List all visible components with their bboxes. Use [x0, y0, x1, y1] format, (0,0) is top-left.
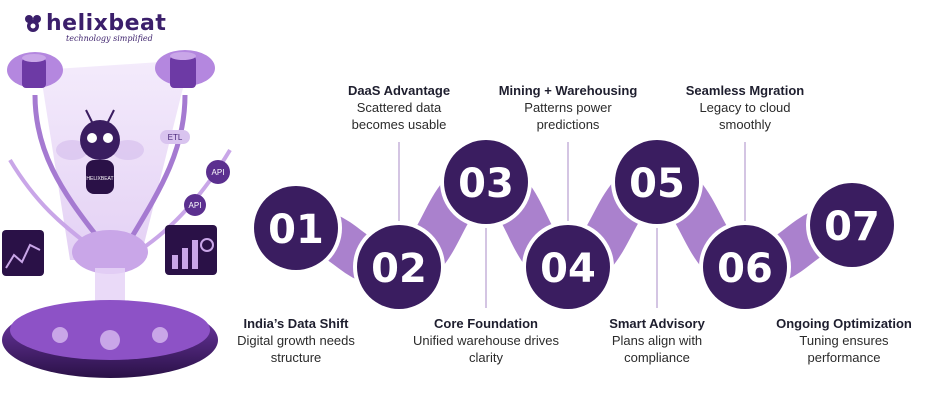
step-description-line: Legacy to cloud [699, 100, 791, 115]
etl-pipe [160, 130, 190, 144]
step-description-line: Patterns power [524, 100, 612, 115]
step-number: 06 [717, 246, 773, 292]
api-badge-icon [206, 160, 230, 184]
data-platform-illustration: ETL API API HELIXBEAT [2, 50, 232, 378]
step-title: DaaS Advantage [347, 83, 451, 98]
cart-icon [52, 327, 68, 343]
cloud-database-icon [155, 50, 215, 88]
step-description-line: Scattered data [356, 100, 442, 115]
step-number: 03 [458, 161, 514, 207]
step-description-line: Plans align with [611, 333, 703, 348]
step-number: 01 [268, 207, 324, 253]
network-icon [152, 327, 168, 343]
robot-label: HELIXBEAT [86, 176, 113, 182]
step-title: Seamless Mgration [685, 83, 805, 98]
dashboard-chart-icon [165, 225, 217, 275]
step-title: Ongoing Optimization [776, 316, 912, 331]
step-description-line: clarity [469, 350, 503, 365]
etl-badge: ETL [168, 133, 183, 142]
step-number: 07 [824, 204, 880, 250]
step-description-line: Digital growth needs [237, 333, 355, 348]
step-description-line: smoothly [718, 117, 772, 132]
step-circle [526, 225, 610, 309]
brand-logo: helixbeat technology simplified [22, 12, 166, 43]
dashboard-chart-icon [2, 230, 44, 276]
step-circle [703, 225, 787, 309]
step-number: 05 [629, 161, 685, 207]
step-circle [357, 225, 441, 309]
api-badge-label: API [212, 168, 225, 177]
cloud-database-icon [7, 52, 63, 88]
step-circle [810, 183, 894, 267]
bee-robot-icon: HELIXBEAT [56, 109, 144, 194]
currency-icon [100, 330, 120, 350]
step-description-line: compliance [624, 350, 690, 365]
step-circle [254, 186, 338, 270]
step-marker: 01 [250, 182, 342, 274]
step-circle [444, 140, 528, 224]
step-description-line: becomes usable [351, 117, 447, 132]
step-marker: 06 [699, 221, 791, 313]
central-cloud-icon [72, 230, 148, 274]
step-marker: 05 [611, 136, 703, 228]
step-description-line: structure [270, 350, 322, 365]
brand-name: helixbeat [46, 11, 167, 36]
step-marker: 07 [806, 179, 898, 271]
api-badge-label: API [189, 201, 202, 210]
step-description-line: predictions [536, 117, 600, 132]
api-badge-icon [184, 194, 206, 216]
step-title: Core Foundation [434, 316, 538, 331]
step-title: India’s Data Shift [243, 316, 349, 331]
step-description-line: performance [807, 350, 881, 365]
step-marker: 02 [353, 221, 445, 313]
step-marker: 03 [440, 136, 532, 228]
data-pipe [32, 94, 102, 242]
step-number: 02 [371, 246, 427, 292]
step-description-line: Unified warehouse drives [413, 333, 559, 348]
step-number: 04 [540, 246, 596, 292]
step-description-line: Tuning ensures [799, 333, 889, 348]
step-title: Mining + Warehousing [498, 83, 638, 98]
step-circle [615, 140, 699, 224]
helix-bee-icon [25, 15, 41, 32]
step-marker: 04 [522, 221, 614, 313]
data-pipe [127, 94, 188, 242]
step-title: Smart Advisory [609, 316, 705, 331]
brand-tagline: technology simplified [66, 34, 153, 43]
